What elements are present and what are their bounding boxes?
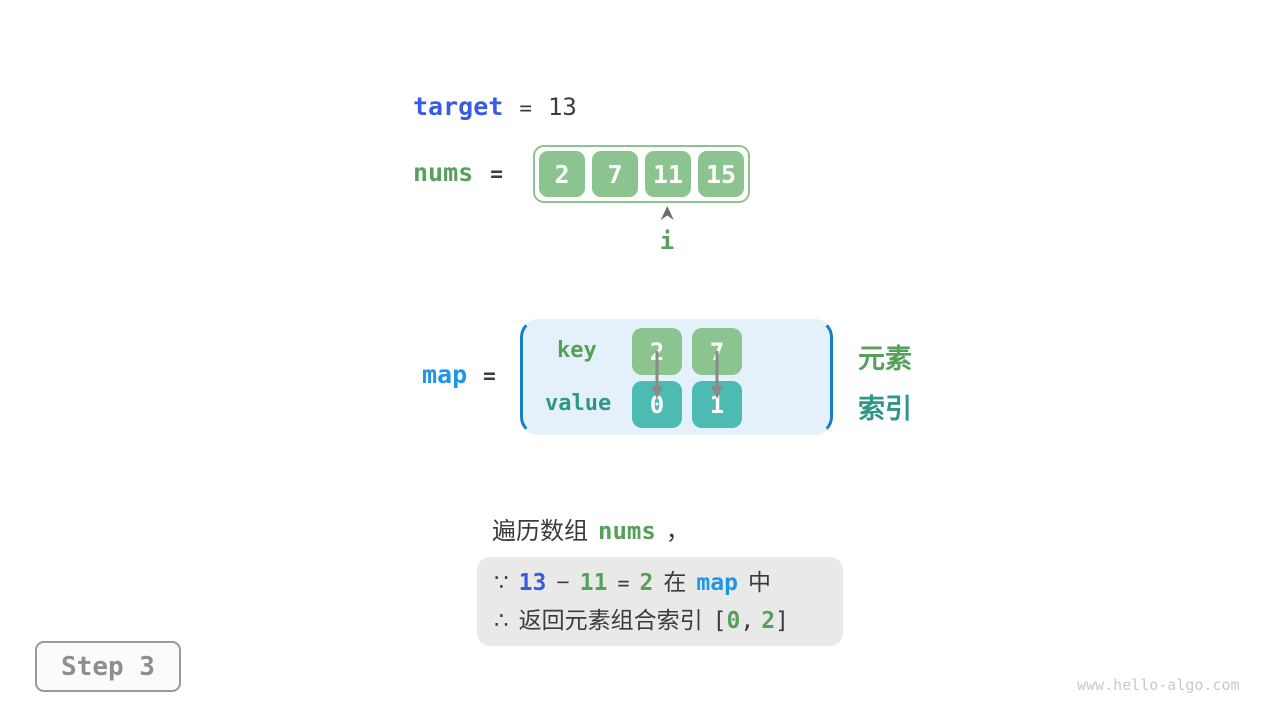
caption-comma: ， [665,518,690,545]
map-label: map [422,360,468,389]
target-label: target [413,92,504,121]
target-row: target = 13 [413,92,577,121]
note-result: 2 [639,570,654,596]
bracket-close: ] [775,608,789,634]
step-badge: Step 3 [35,641,181,692]
note-line-2: ∴ 返回元素组合索引 [ 0 , 2 ] [494,602,843,640]
note-subtrahend: 11 [579,570,608,596]
because-symbol: ∵ [494,569,509,595]
index-label: 索引 [858,394,912,424]
note-equals: = [617,571,630,595]
nums-array: 2 7 11 15 [533,145,750,203]
note-minuend: 13 [518,570,547,596]
map-key-label: key [557,338,597,363]
map-label-row: map = [422,360,496,389]
note-map-ref: map [696,570,738,596]
caption-code: nums [598,517,656,545]
note-result-pair: [ 0 , 2 ] [713,603,789,640]
note-index-second: 2 [761,608,776,634]
element-label: 元素 [858,344,912,374]
map-container: key value 2 7 0 1 [520,319,833,435]
therefore-symbol: ∴ [494,607,509,633]
target-value: 13 [547,93,577,121]
nums-label: nums [413,158,474,187]
note-index-first: 0 [726,608,741,634]
bracket-open: [ [712,608,727,634]
map-value-cell-1: 1 [692,381,742,428]
note-zhong: 中 [747,569,771,595]
arrow-up-icon [660,206,674,226]
map-value-cell-0: 0 [632,381,682,428]
nums-label-row: nums = [413,158,503,187]
note-zai: 在 [663,569,687,595]
map-equals: = [483,364,496,388]
key-value-arrow-icon [709,351,725,406]
nums-cell-1: 7 [592,151,638,197]
caption: 遍历数组 nums ， [492,511,690,546]
note-box: ∵ 13 − 11 = 2 在 map 中 ∴ 返回元素组合索引 [ 0 , 2… [477,557,843,646]
note-comma: , [740,608,755,634]
note-minus: − [556,569,570,595]
key-value-arrow-icon [649,351,665,406]
watermark: www.hello-algo.com [1077,676,1240,694]
note-line-1: ∵ 13 − 11 = 2 在 map 中 [494,564,843,602]
index-pointer: i [660,206,674,253]
caption-text: 遍历数组 [492,518,588,545]
map-value-label: value [545,391,612,416]
nums-equals: = [490,162,503,186]
target-equals: = [519,96,532,120]
nums-cell-2: 11 [645,151,691,197]
note-conclusion-text: 返回元素组合索引 [518,607,703,633]
nums-cell-3: 15 [698,151,744,197]
pointer-label: i [659,227,675,255]
nums-cell-0: 2 [539,151,585,197]
